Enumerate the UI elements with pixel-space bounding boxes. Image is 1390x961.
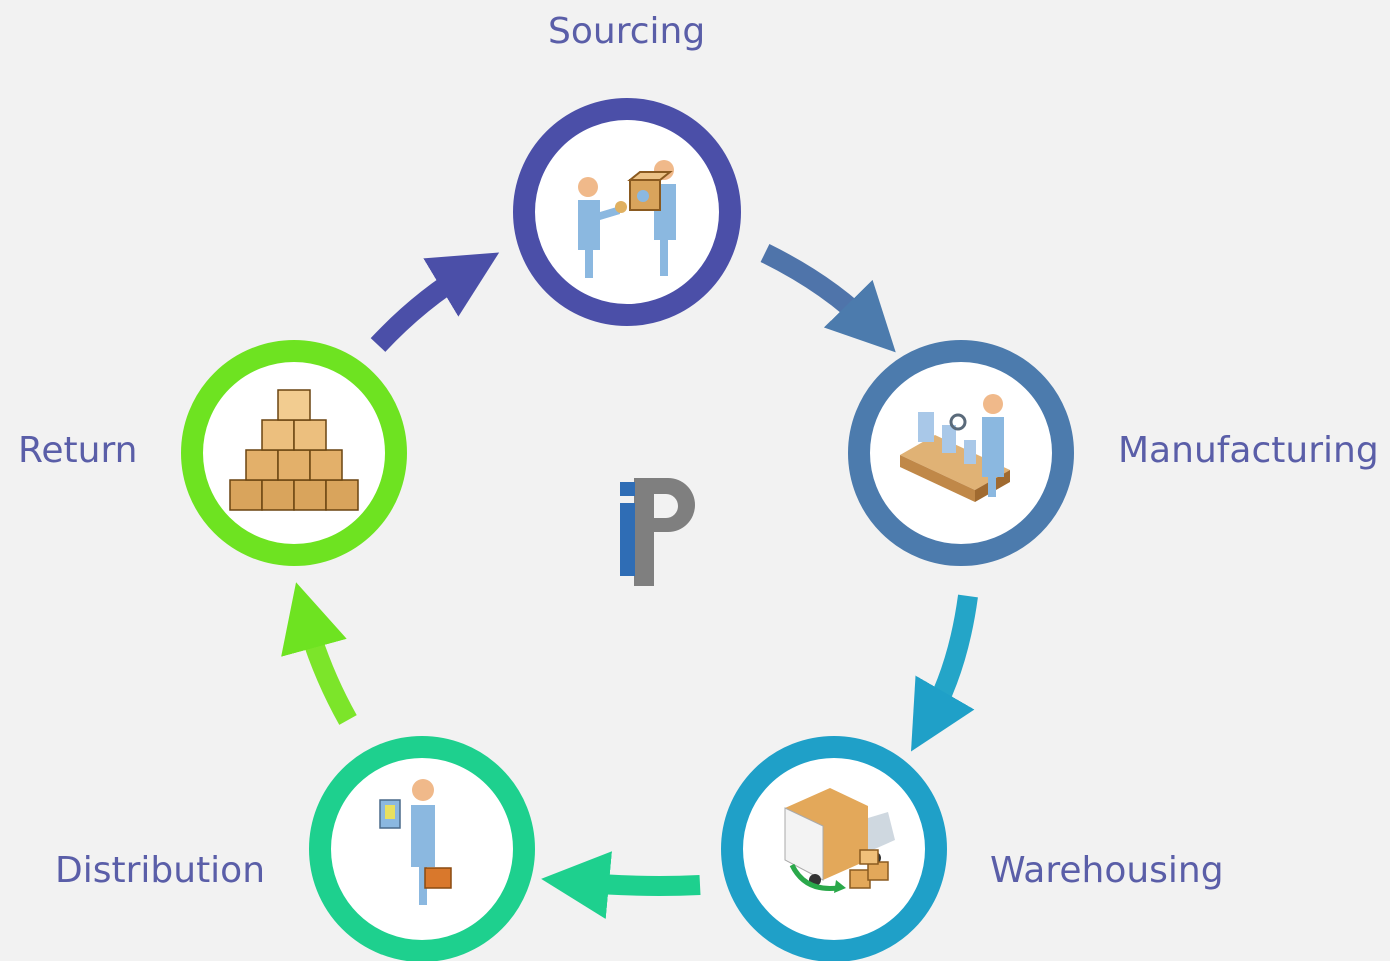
node-distribution — [309, 736, 535, 961]
arrow-warehousing-to-distribution — [541, 851, 701, 919]
assembly-line-icon — [900, 394, 1010, 502]
center-logo — [620, 478, 695, 586]
arrow-distribution-to-return — [281, 582, 357, 725]
label-distribution: Distribution — [55, 850, 266, 891]
label-return: Return — [18, 430, 138, 471]
delivery-truck-icon — [784, 788, 895, 893]
handshake-delivery-icon — [578, 160, 676, 278]
arrow-sourcing-to-manufacturing — [760, 244, 896, 353]
stacked-boxes-icon — [229, 389, 359, 511]
node-manufacturing — [848, 340, 1074, 566]
node-warehousing — [721, 736, 947, 961]
label-warehousing: Warehousing — [990, 850, 1224, 891]
node-sourcing — [513, 98, 741, 326]
label-sourcing: Sourcing — [548, 11, 706, 52]
arrow-return-to-sourcing — [370, 252, 500, 352]
node-return — [181, 340, 407, 566]
label-manufacturing: Manufacturing — [1118, 430, 1379, 471]
courier-person-icon — [379, 779, 452, 905]
arrow-manufacturing-to-warehousing — [911, 594, 978, 752]
